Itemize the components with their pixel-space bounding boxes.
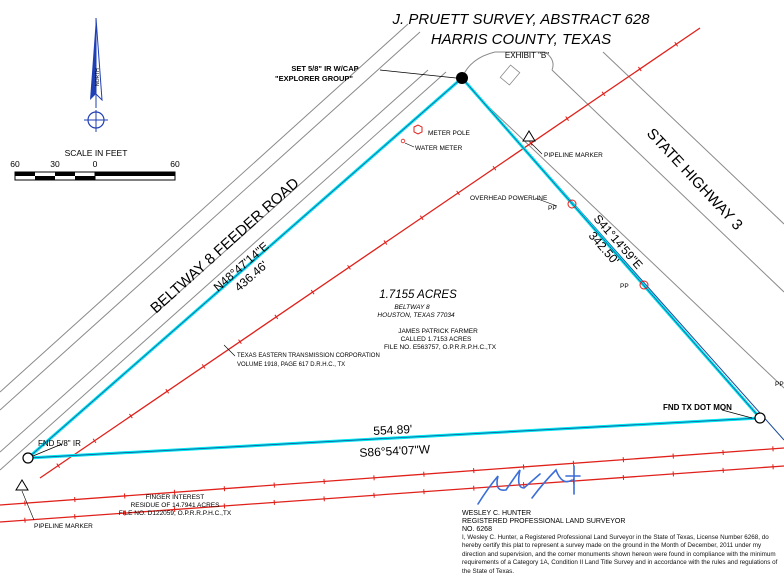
pipeline-tick bbox=[456, 190, 460, 196]
set-iron-rod-icon bbox=[456, 72, 468, 84]
title-line-2: HARRIS COUNTY, TEXAS bbox=[431, 31, 611, 48]
pipeline-tick bbox=[310, 289, 315, 295]
surveyor-name: WESLEY C. HUNTER bbox=[462, 510, 531, 517]
south-line-bearing: S86°54'07"W bbox=[359, 442, 431, 460]
beltway-8-road-edges bbox=[0, 23, 447, 471]
pipeline-marker-top-icon bbox=[522, 130, 536, 142]
pipeline-tick bbox=[601, 91, 606, 97]
power-pole-3-label: PP bbox=[775, 381, 784, 388]
pipeline-marker-bottom-icon bbox=[15, 479, 29, 491]
surveyor-signature bbox=[477, 465, 581, 505]
pipeline-tick bbox=[238, 339, 242, 345]
easement-line-2: VOLUME 1918, PAGE 617 D.R.H.C., TX bbox=[237, 362, 345, 368]
pipeline-marker-top-label: PIPELINE MARKER bbox=[544, 152, 603, 159]
scale-tick-3: 60 bbox=[170, 159, 180, 169]
exhibit-label: EXHIBIT "B" bbox=[505, 51, 549, 60]
power-pole-2-label: PP bbox=[620, 283, 629, 290]
surveyor-number: NO. 6268 bbox=[462, 526, 492, 533]
pipeline-tick bbox=[528, 141, 533, 146]
pipeline-marker-bottom-label: PIPELINE MARKER bbox=[34, 523, 93, 530]
adjoiner-line-2: RESIDUE OF 14.7941 ACRES bbox=[131, 502, 221, 509]
power-pole-1-label: PP bbox=[548, 205, 557, 212]
beltway-8-feeder-road-label: BELTWAY 8 FEEDER ROAD bbox=[147, 175, 302, 317]
overhead-powerline-label: OVERHEAD POWERLINE bbox=[470, 195, 548, 202]
owner-line-3: FILE NO. E563757, O.P.R.R.P.H.C.,TX bbox=[384, 344, 497, 351]
fnd-iron-label: FND 5/8" IR bbox=[38, 439, 81, 448]
fnd-txdot-label: FND TX DOT MON bbox=[663, 403, 732, 412]
surveyor-title: REGISTERED PROFESSIONAL LAND SURVEYOR bbox=[462, 518, 625, 525]
state-highway-3-label: STATE HIGHWAY 3 bbox=[643, 125, 746, 234]
title-line-1: J. PRUETT SURVEY, ABSTRACT 628 bbox=[391, 11, 650, 28]
pipeline-tick bbox=[638, 66, 642, 72]
set-iron-label-1: SET 5/8" IR W/CAP bbox=[291, 64, 358, 73]
pipeline-tick bbox=[383, 240, 388, 245]
pipeline-tick bbox=[492, 165, 497, 171]
north-label: NORTH bbox=[95, 68, 101, 86]
adjoiner-line-1: FINGER INTEREST bbox=[146, 494, 205, 501]
water-meter-label: WATER METER bbox=[415, 145, 463, 152]
meter-pole-label: METER POLE bbox=[428, 130, 471, 137]
tract-address-2: HOUSTON, TEXAS 77034 bbox=[377, 312, 455, 319]
scale-tick-2: 0 bbox=[93, 159, 98, 169]
pipeline-tick bbox=[274, 314, 279, 320]
txdot-monument-icon bbox=[754, 412, 766, 424]
north-arrow-icon bbox=[84, 17, 108, 132]
easement-line-1: TEXAS EASTERN TRANSMISSION CORPORATION bbox=[237, 353, 380, 359]
surveyor-certification: I, Wesley C. Hunter, a Registered Profes… bbox=[462, 534, 778, 575]
surveyor-seal: WESLEY C. HUNTER REGISTERED PROFESSIONAL… bbox=[462, 510, 625, 533]
pipeline-tick bbox=[347, 264, 351, 270]
tract-acreage: 1.7155 ACRES bbox=[379, 289, 457, 301]
scale-title: SCALE IN FEET bbox=[65, 148, 128, 158]
set-iron-label-2: "EXPLORER GROUP" bbox=[275, 74, 353, 83]
pipeline-tick bbox=[129, 413, 133, 419]
power-pole-1-icon bbox=[567, 199, 577, 209]
pipeline-tick bbox=[165, 388, 170, 394]
pipeline-tick bbox=[419, 215, 424, 221]
pipeline-easement-lines bbox=[0, 27, 784, 523]
found-iron-rod-icon bbox=[22, 452, 34, 464]
pipeline-tick bbox=[92, 438, 97, 444]
water-meter-icon bbox=[400, 138, 406, 144]
tract-address-1: BELTWAY 8 bbox=[394, 304, 430, 311]
scale-tick-1: 30 bbox=[50, 159, 60, 169]
scale-tick-0: 60 bbox=[10, 159, 20, 169]
south-line-distance: 554.89' bbox=[373, 422, 413, 438]
power-pole-2-icon bbox=[639, 280, 649, 290]
owner-line-1: JAMES PATRICK FARMER bbox=[398, 328, 478, 335]
pipeline-tick bbox=[565, 116, 569, 121]
owner-line-2: CALLED 1.7153 ACRES bbox=[401, 336, 472, 343]
scale-bar bbox=[14, 171, 176, 181]
small-structure bbox=[499, 64, 521, 86]
pipeline-tick bbox=[56, 463, 60, 468]
adjoiner-line-3: FILE NO. D122059, O.P.R.R.P.H.C.,TX bbox=[119, 510, 232, 517]
pipeline-tick bbox=[201, 364, 206, 369]
meter-pole-icon bbox=[413, 124, 423, 135]
pipeline-tick bbox=[674, 41, 679, 47]
